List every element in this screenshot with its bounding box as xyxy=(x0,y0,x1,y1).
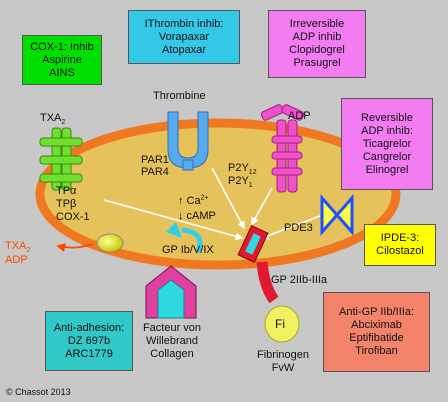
cox1-inside-label: COX-1 xyxy=(56,211,90,223)
tp-beta-label: TPβ xyxy=(56,198,77,210)
irreversible-line-1: ADP inhib xyxy=(292,31,342,43)
gp-ib-receptor xyxy=(145,265,197,319)
anti_adhesion-line-2: ARC1779 xyxy=(65,347,113,360)
par1-label: PAR1 xyxy=(141,154,169,166)
p2y1-label: P2Y1 xyxy=(228,175,253,190)
copyright-label: © Chassot 2013 xyxy=(6,387,71,397)
fibrinogen-label: Fibrinogen FvW xyxy=(257,349,309,374)
pde3-label: PDE3 xyxy=(284,222,313,234)
platelet-cell xyxy=(35,118,401,270)
irreversible-line-3: Prasugrel xyxy=(293,57,341,69)
thrombin-line-2: Atopaxar xyxy=(161,43,207,56)
adp-label: ADP xyxy=(288,110,311,122)
fibrinogen-ball xyxy=(264,305,300,343)
thrombin-line-0: IThrombin inhib: xyxy=(144,17,224,30)
par4-label: PAR4 xyxy=(141,166,169,178)
anti_gp-line-3: Tirofiban xyxy=(355,345,398,357)
gp-ib-activation-arrow xyxy=(181,227,203,253)
anti_adhesion-line-0: Anti-adhesion: xyxy=(53,321,125,334)
thrombine-label: Thrombine xyxy=(153,90,206,102)
calcium-label: ↑ Ca2+ xyxy=(178,194,209,207)
txa2-receptor-label: TXA2 xyxy=(40,112,66,127)
gp-ib-label: GP Ib/V/IX xyxy=(162,244,214,256)
anti_gp-line-2: Eptifibatide xyxy=(349,332,404,344)
fi-label: Fi xyxy=(275,317,285,331)
reversible-line-4: Elinogrel xyxy=(365,163,409,176)
cox1-line-0: COX-1: Inhib xyxy=(30,40,94,53)
reversible-line-1: ADP inhib: xyxy=(361,124,413,137)
gp-iib-label: GP 2IIb-IIIa xyxy=(271,274,328,286)
txa2-receptor xyxy=(39,127,83,191)
pde3-bowtie xyxy=(320,194,354,236)
pde3-line-0: IPDE-3: xyxy=(380,232,420,244)
gp-iib-receptor xyxy=(237,225,279,304)
granule xyxy=(96,233,124,253)
camp-label: ↓ cAMP xyxy=(178,210,216,222)
release-arrow xyxy=(56,243,93,252)
adp-release-label: ADP xyxy=(5,254,28,266)
reversible-line-3: Cangrelor xyxy=(362,150,412,163)
anti_gp-line-0: Anti-GP IIb/IIIa: xyxy=(339,306,414,318)
pde3-inhibitor-box: IPDE-3:Cilostazol xyxy=(364,224,436,266)
reversible-line-0: Reversible xyxy=(361,111,413,124)
anti_gp-line-1: Abciximab xyxy=(351,319,402,331)
signal-arrows xyxy=(103,167,321,241)
irreversible-line-2: Clopidogrel xyxy=(289,44,345,56)
irreversible-line-0: Irreversible xyxy=(289,18,345,30)
txa2-release-label: TXA2 xyxy=(5,240,31,255)
anti_adhesion-line-1: DZ 697b xyxy=(67,334,111,347)
thrombin-line-1: Vorapaxar xyxy=(158,30,210,43)
reversible-line-2: Ticagrelor xyxy=(362,137,412,150)
cox1-line-2: AINS xyxy=(49,66,75,79)
thrombin-receptor xyxy=(167,111,209,171)
pde3-line-1: Cilostazol xyxy=(376,245,424,257)
tp-alpha-label: TPα xyxy=(56,185,77,197)
cox1-line-1: Aspirine xyxy=(42,53,82,66)
vwf-label: Facteur von Willebrand Collagen xyxy=(142,322,202,360)
adp-receptor xyxy=(260,104,305,193)
p2y12-label: P2Y12 xyxy=(228,162,257,177)
